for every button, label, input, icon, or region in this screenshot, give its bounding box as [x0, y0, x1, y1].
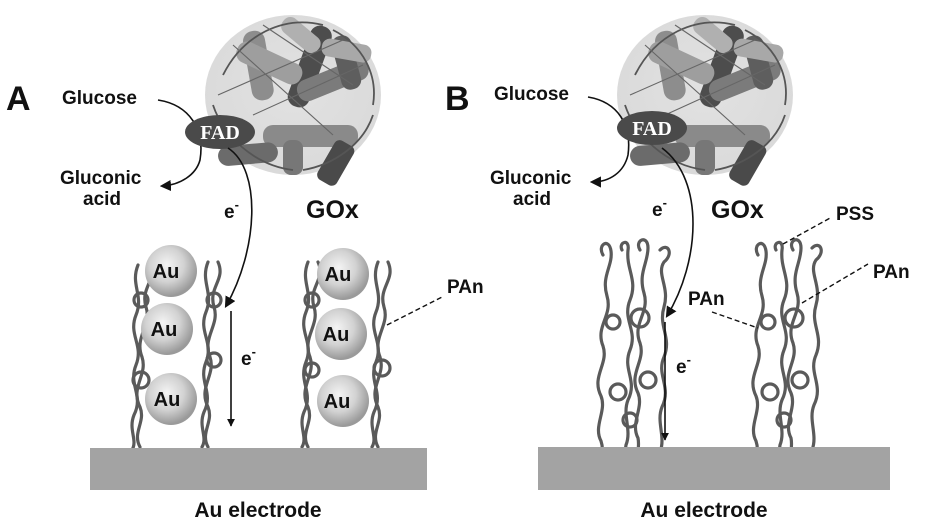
pan-loop	[205, 291, 223, 309]
pan-loop	[303, 361, 321, 379]
pan-loop	[604, 313, 622, 331]
pan-left-label-b: PAn	[688, 289, 725, 310]
gox-enzyme-structure-b	[616, 12, 794, 189]
electron-label-b-lower: e-	[676, 352, 691, 378]
pan-loop	[205, 351, 223, 369]
fad-cofactor-a: FAD	[185, 115, 255, 149]
pan-chain	[300, 260, 311, 449]
pss-pan-chain	[786, 238, 803, 466]
pss-pan-chain	[619, 240, 635, 469]
pss-pan-chain	[751, 241, 768, 471]
svg-text:Au: Au	[325, 264, 352, 286]
pan-loop	[131, 370, 151, 390]
pan-pss-brush-left	[596, 238, 671, 474]
pan-loop	[760, 382, 780, 402]
electron-transfer-arrow-b	[661, 147, 694, 318]
pan-loop	[638, 370, 658, 390]
pan-loop	[790, 370, 810, 390]
pss-pan-chain	[633, 238, 650, 466]
pan-loop	[783, 307, 805, 329]
glucose-to-gluconic-arrow-a	[157, 99, 202, 192]
pss-pan-chain	[809, 243, 823, 472]
fad-label-a: FAD	[200, 122, 240, 144]
fad-ellipse-a	[185, 115, 255, 149]
gluconic-label-a: Gluconic	[60, 168, 142, 189]
electrode-label-a: Au electrode	[194, 499, 321, 522]
pan-loop	[372, 358, 392, 378]
panel-letter-a: A	[6, 80, 31, 118]
fad-label-b: FAD	[632, 118, 672, 140]
pan-au-column-left: Au Au Au	[130, 245, 223, 452]
svg-text:Au: Au	[324, 391, 351, 413]
au-nanoparticle: Au	[317, 248, 369, 300]
au-electrode-a	[90, 448, 427, 490]
gox-enzyme-structure-a	[204, 12, 382, 189]
electron-label-a-upper: e-	[224, 197, 239, 223]
electron-transfer-arrow-a	[224, 147, 253, 308]
fad-ellipse-b	[617, 111, 687, 145]
fad-cofactor-b: FAD	[617, 111, 687, 145]
svg-text:Au: Au	[153, 261, 180, 283]
svg-text:Au: Au	[323, 324, 350, 346]
au-nanoparticle: Au	[315, 308, 367, 360]
pss-pan-chain	[773, 240, 789, 469]
gluconic-label-b: Gluconic	[490, 168, 572, 189]
pan-chain	[135, 260, 154, 449]
glucose-label-a: Glucose	[62, 88, 137, 109]
pan-loop	[621, 411, 639, 429]
au-nanoparticle: Au	[317, 375, 369, 427]
acid-label-b: acid	[513, 189, 551, 210]
pan-loop	[759, 313, 777, 331]
pss-pan-chain	[596, 241, 613, 471]
pan-left-leader-line-b	[711, 311, 759, 329]
pan-chain	[130, 263, 141, 452]
pan-right-leader-line-b	[801, 263, 869, 304]
pan-right-label-b: PAn	[873, 262, 910, 283]
au-electrode-b	[538, 447, 890, 490]
svg-text:Au: Au	[154, 389, 181, 411]
au-nanoparticle: Au	[145, 373, 197, 425]
pan-pss-brush-right	[751, 238, 823, 472]
panel-b: B Glucose Gluconic acid FAD GOx e-	[445, 12, 910, 522]
au-nanoparticle: Au	[141, 303, 193, 355]
glucose-to-gluconic-arrow-b	[587, 96, 630, 188]
panel-letter-b: B	[445, 80, 470, 118]
electron-label-a-lower: e-	[241, 344, 256, 370]
pss-label-b: PSS	[836, 204, 874, 225]
panel-a: A Glucose Gluconic acid FAD GOx e-	[6, 12, 484, 522]
pan-loop	[132, 291, 150, 309]
pan-loop	[629, 307, 651, 329]
pan-au-column-right: Au Au Au	[300, 248, 392, 449]
pan-chain	[373, 260, 392, 449]
pan-loop	[608, 382, 628, 402]
pan-loop	[303, 291, 321, 309]
pan-leader-line-a	[386, 296, 443, 326]
electrode-label-b: Au electrode	[640, 499, 767, 522]
pan-loop	[775, 411, 793, 429]
electron-label-b-upper: e-	[652, 195, 667, 221]
pss-leader-line-b	[782, 216, 833, 245]
acid-label-a: acid	[83, 189, 121, 210]
pan-label-a: PAn	[447, 277, 484, 298]
svg-text:Au: Au	[151, 319, 178, 341]
glucose-label-b: Glucose	[494, 84, 569, 105]
au-nanoparticle: Au	[145, 245, 197, 297]
gox-label-b: GOx	[711, 196, 764, 224]
gox-label-a: GOx	[306, 196, 359, 224]
